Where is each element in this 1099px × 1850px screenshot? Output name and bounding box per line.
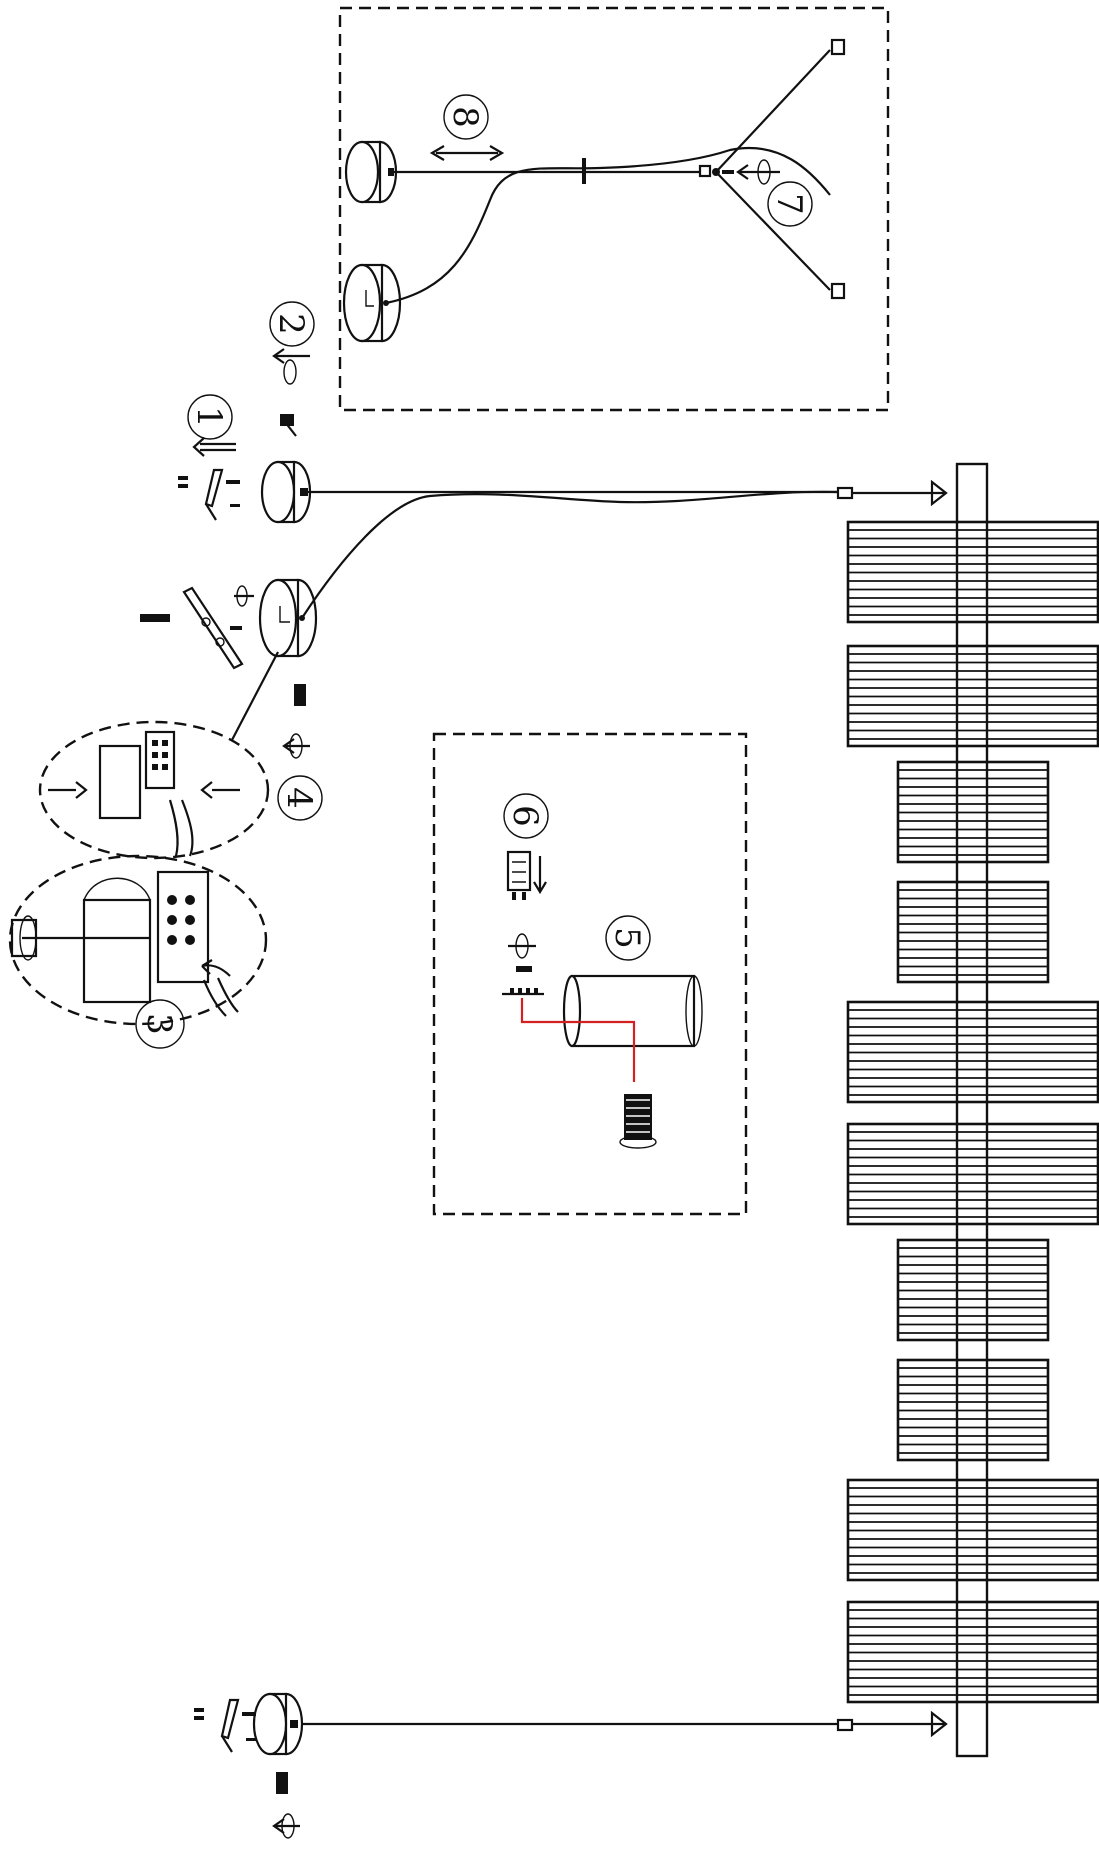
step-6-badge: 6 xyxy=(503,793,549,839)
bulb-icon xyxy=(506,850,547,900)
svg-text:7: 7 xyxy=(769,193,809,215)
svg-text:6: 6 xyxy=(505,805,545,827)
step-5-badge: 5 xyxy=(605,915,651,961)
step-3-badge: 3 xyxy=(135,999,185,1049)
step-8-badge: 8 xyxy=(443,94,489,140)
cord-to-wiring xyxy=(231,651,279,741)
step-4-badge: 4 xyxy=(277,775,323,821)
rotate-arrow-icon xyxy=(272,348,310,385)
rotate-arrow-icon xyxy=(722,159,780,185)
canopy-detail-bottom xyxy=(342,263,402,343)
ceiling-canopy-lower xyxy=(252,1692,304,1756)
power-cord xyxy=(385,147,831,305)
ceiling-canopy-upper xyxy=(260,460,312,524)
step-4-arrow-icon xyxy=(282,733,310,759)
socket-icon xyxy=(502,933,544,996)
shade-1 xyxy=(846,520,1099,624)
svg-text:3: 3 xyxy=(139,1013,179,1035)
step-1-arrow-icon xyxy=(192,437,236,457)
step-7-badge: 7 xyxy=(767,181,813,227)
svg-text:2: 2 xyxy=(271,313,311,335)
threaded-rod-icon xyxy=(619,1094,657,1149)
shade-8 xyxy=(896,1358,1050,1462)
ceiling-canopy-middle xyxy=(258,578,318,658)
step-1-badge: 1 xyxy=(187,394,233,440)
fixture-tube xyxy=(955,462,989,1758)
power-cord-main xyxy=(301,490,839,619)
svg-text:5: 5 xyxy=(607,927,647,949)
mounting-bracket-lower xyxy=(194,1698,256,1753)
shade-3 xyxy=(896,760,1050,864)
shade-4 xyxy=(896,880,1050,984)
cable-gripper-upper xyxy=(836,479,948,507)
screw-icon xyxy=(294,684,306,706)
canopy-detail-top xyxy=(344,140,398,204)
shade-10 xyxy=(846,1600,1099,1704)
shade-2 xyxy=(846,644,1099,748)
pendant-fixture xyxy=(846,462,1099,1758)
svg-text:4: 4 xyxy=(279,787,319,809)
shade-6 xyxy=(846,1122,1099,1226)
cable-gripper-lower xyxy=(836,1710,948,1738)
shade-7 xyxy=(896,1238,1050,1342)
screw-icon xyxy=(280,414,297,437)
svg-text:8: 8 xyxy=(445,106,485,128)
shade-5 xyxy=(846,1000,1099,1104)
assembly-guide-line xyxy=(520,998,636,1082)
svg-text:1: 1 xyxy=(189,406,229,428)
wiring-detail-upper xyxy=(38,720,270,860)
mounting-bracket-middle xyxy=(140,585,254,670)
shade-9 xyxy=(846,1478,1099,1582)
detail-box-cable-adjust: 8 7 xyxy=(338,6,890,412)
detail-box-bulb-shade: 6 5 xyxy=(432,732,748,1216)
mounting-bracket-upper xyxy=(178,468,240,521)
wiring-detail-lower xyxy=(8,854,268,1026)
rotate-arrow-icon xyxy=(272,1813,300,1839)
adjust-arrow-icon xyxy=(429,145,505,161)
screw-icon xyxy=(276,1772,288,1794)
step-2-badge: 2 xyxy=(269,301,315,347)
